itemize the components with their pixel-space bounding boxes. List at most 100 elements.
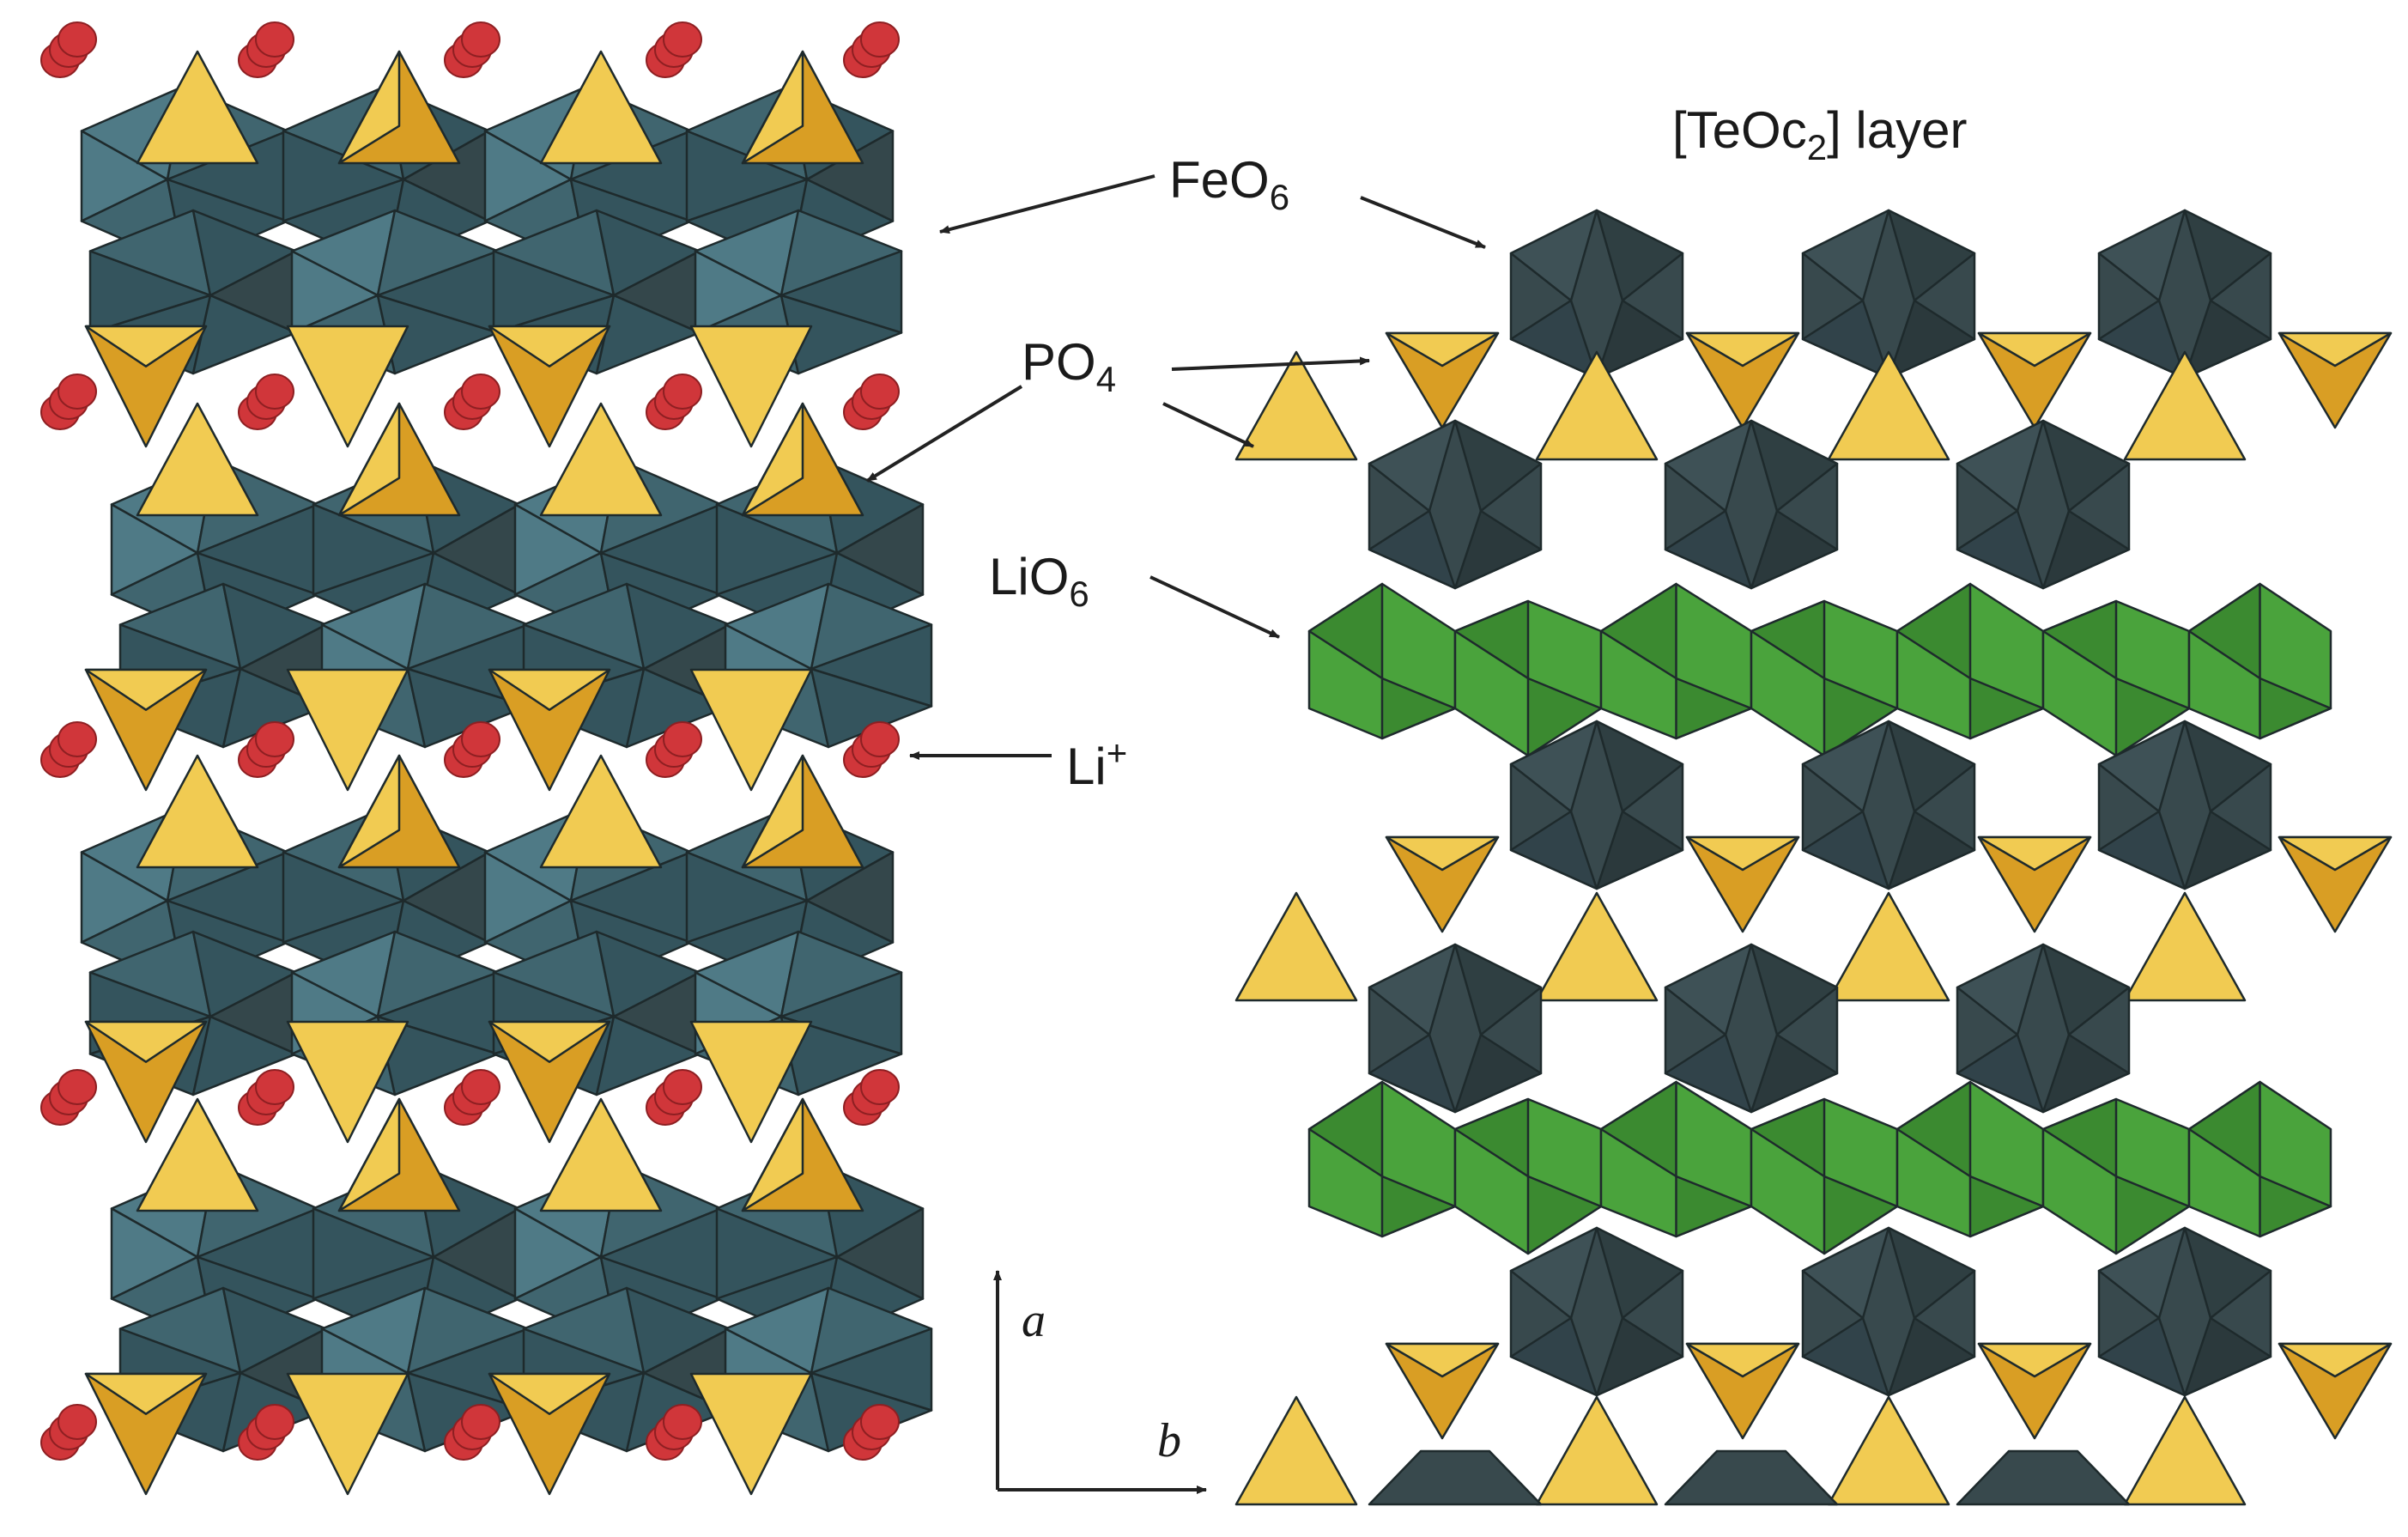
li-ion-sphere xyxy=(860,21,900,58)
octa-facet xyxy=(1368,419,1457,513)
lio6-facet xyxy=(2041,599,2118,680)
octa-facet xyxy=(1664,1033,1753,1114)
octa-facet xyxy=(1750,943,1839,1036)
octa-facet xyxy=(2041,943,2131,1036)
lio6-facet xyxy=(1968,1175,2045,1238)
li-ion-sphere xyxy=(461,374,500,410)
octa-facet xyxy=(1887,1226,1976,1320)
li-ion-sphere xyxy=(58,1404,97,1440)
octa-facet xyxy=(2183,1226,2272,1320)
li-ion-sphere xyxy=(461,21,500,58)
teo6-octahedron xyxy=(1801,1226,1976,1397)
po4-tetrahedron xyxy=(689,1020,813,1144)
octa-facet xyxy=(2183,720,2272,813)
axis-a-label: a xyxy=(1022,1294,1046,1347)
lio6-facet xyxy=(1895,582,1972,680)
tetra-face xyxy=(1234,350,1358,461)
tetra-face xyxy=(286,1020,409,1144)
lio6-facet xyxy=(1750,1097,1826,1178)
po4-tetrahedron xyxy=(488,668,611,792)
li-ion-atom xyxy=(843,721,900,778)
octa-facet xyxy=(1801,1316,1890,1397)
tetra-face xyxy=(337,50,401,165)
tetra-face xyxy=(1827,891,1950,1002)
po4-tetrahedron xyxy=(1827,891,1950,1002)
octa-facet xyxy=(1750,1033,1839,1114)
layered-structure-panel xyxy=(1234,209,2393,1506)
li-ion-atom xyxy=(646,21,702,78)
teo6-octahedron xyxy=(1801,209,1976,380)
li-ion-sphere xyxy=(663,21,702,58)
teo6-octahedron xyxy=(1509,1226,1684,1397)
li-ion-atom xyxy=(843,21,900,78)
label-arrow xyxy=(865,385,1023,483)
li-ion-sphere xyxy=(255,1404,294,1440)
lio6-facet xyxy=(1675,1175,1753,1238)
tetra-face xyxy=(1234,891,1358,1002)
li-ion-atom xyxy=(843,1069,900,1126)
li-ion-sphere xyxy=(860,1069,900,1105)
lio6-facet xyxy=(2041,1097,2118,1178)
po4-tetrahedron xyxy=(689,668,813,792)
tetra-face xyxy=(337,754,401,869)
po4-tetrahedron xyxy=(337,754,461,869)
octa-facet xyxy=(1664,943,1753,1036)
po4-tetrahedron xyxy=(488,1020,611,1144)
octa-outline xyxy=(1509,1226,1684,1397)
teo6-octahedron xyxy=(2097,209,2272,380)
po4-tetrahedron xyxy=(488,1372,611,1496)
li-ion-sphere xyxy=(58,21,97,58)
po4-tetrahedron xyxy=(1977,331,2092,429)
li-ion-atom xyxy=(238,374,294,430)
po4-tetrahedron xyxy=(286,1372,409,1496)
teo6-octahedron xyxy=(1664,419,1839,590)
po4-tetrahedron xyxy=(1385,835,1500,933)
octa-facet xyxy=(1595,810,1684,890)
tetra-face xyxy=(1977,1342,2092,1378)
tetra-face xyxy=(84,1020,208,1063)
lio6-facet xyxy=(1380,1175,1457,1238)
octa-facet xyxy=(2041,1033,2131,1114)
octa-facet xyxy=(1453,943,1543,1036)
po4-tetrahedron xyxy=(286,325,409,448)
tetra-face xyxy=(84,1372,208,1415)
octa-facet xyxy=(2183,209,2272,302)
teo6-octahedron xyxy=(1368,943,1543,1114)
po4-tetrahedron xyxy=(488,325,611,448)
octa-facet xyxy=(2183,299,2272,380)
po4-tetrahedron xyxy=(539,754,663,869)
label-arrow xyxy=(1360,196,1486,249)
octa-facet xyxy=(1368,1033,1457,1114)
li-ion-sphere xyxy=(860,1404,900,1440)
li-ion-sphere xyxy=(255,721,294,757)
octa-facet xyxy=(1453,419,1543,513)
octa-facet xyxy=(1750,419,1839,513)
lio6-facet xyxy=(2259,677,2332,740)
tetra-face xyxy=(2278,1342,2393,1378)
lio6-facet xyxy=(1453,599,1530,680)
tetra-face xyxy=(1685,1342,1800,1378)
tetra-face xyxy=(136,754,259,869)
tetra-face xyxy=(2278,835,2393,872)
po4-tetrahedron xyxy=(1234,1395,1358,1506)
octa-outline xyxy=(1368,419,1543,590)
po4-label: PO4 xyxy=(1022,333,1117,399)
octa-facet xyxy=(2097,209,2187,302)
octa-facet xyxy=(1509,209,1598,302)
lio6-facet xyxy=(1307,582,1384,680)
tetra-face xyxy=(1977,331,2092,368)
li-ion-sphere xyxy=(860,721,900,757)
li-ion-atom xyxy=(238,721,294,778)
tetra-face xyxy=(1535,350,1659,461)
li-ion-atom xyxy=(444,1069,500,1126)
tetra-face xyxy=(2123,1395,2247,1506)
po4-tetrahedron xyxy=(2278,835,2393,933)
po4-tetrahedron xyxy=(1385,331,1500,429)
label-arrows xyxy=(865,174,1486,760)
li-ion-sphere xyxy=(58,374,97,410)
po4-tetrahedron xyxy=(2123,1395,2247,1506)
lio6-facet xyxy=(1675,677,1753,740)
label-arrow xyxy=(1149,575,1280,639)
tetra-face xyxy=(84,668,208,711)
